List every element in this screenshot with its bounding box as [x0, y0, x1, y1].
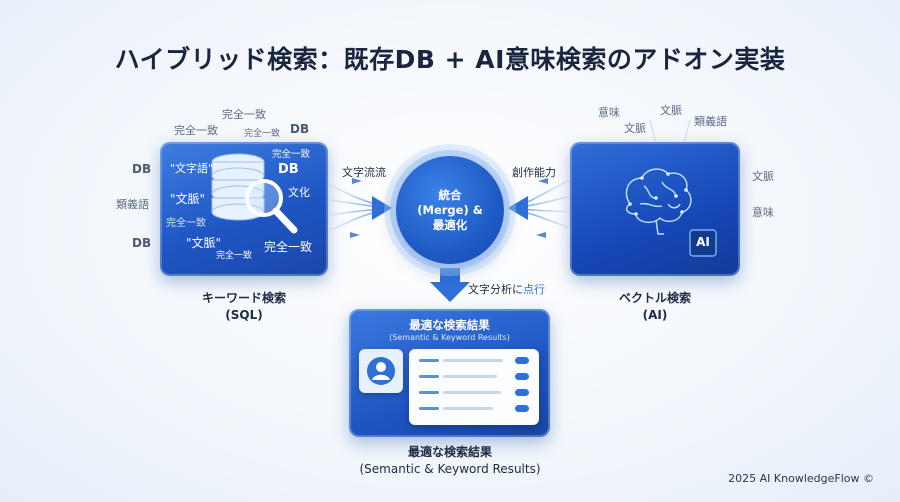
right-floating-term: 文脈: [660, 104, 682, 117]
left-inner-term: "文脈": [186, 236, 222, 250]
toggle-icon: [515, 405, 529, 412]
toggle-icon: [515, 389, 529, 396]
left-inner-term: 完全一致: [166, 218, 206, 229]
footer-credit: 2025 AI KnowledgeFlow ©: [728, 472, 874, 485]
result-list-card: [409, 349, 539, 425]
left-inner-term: 完全一致: [272, 149, 311, 160]
right-floating-term: 類義語: [694, 115, 727, 128]
result-panel-subtitle: (Semantic & Keyword Results): [389, 333, 510, 342]
result-row: [419, 357, 531, 365]
hub-label-line: 統合: [438, 188, 462, 202]
brain-icon: [625, 168, 717, 257]
diagram-title: ハイブリッド検索：既存DB + AI意味検索のアドオン実装: [114, 45, 786, 74]
left-inner-term: 完全一致: [264, 240, 313, 254]
keyword-search-caption: キーワード検索 (SQL): [201, 291, 286, 322]
flow-label-right: 創作能力: [512, 166, 556, 179]
hub-label-line: 最適化: [432, 218, 468, 232]
result-panel: 最適な検索結果 (Semantic & Keyword Results): [349, 309, 550, 437]
ai-chip-icon: [689, 229, 717, 257]
ai-chip-label: AI: [696, 235, 710, 249]
arrow-hub-to-result: [430, 282, 470, 302]
merge-hub: 統合 (Merge) & 最適化: [396, 156, 504, 264]
vector-search-panel: AI: [570, 142, 740, 276]
left-floating-term: 類義語: [116, 198, 149, 211]
flow-label-down: 文字分析に点行: [468, 283, 545, 296]
result-caption: 最適な検索結果 (Semantic & Keyword Results): [359, 445, 541, 476]
result-row: [419, 389, 531, 397]
result-panel-title: 最適な検索結果: [409, 318, 490, 332]
left-inner-term: DB: [278, 162, 299, 177]
left-floating-term: 完全一致: [174, 124, 218, 137]
arrow-left-to-hub: [372, 196, 392, 220]
vector-search-caption: ベクトル検索 (AI): [618, 291, 691, 322]
right-floating-term: 文脈: [752, 170, 774, 183]
result-row: [419, 373, 531, 381]
left-inner-term: "文脈": [170, 192, 206, 206]
toggle-icon: [515, 373, 529, 380]
arrow-right-to-hub: [508, 196, 528, 220]
left-floating-term: 完全一致: [244, 129, 281, 139]
left-inner-term: "文字語": [170, 162, 214, 175]
toggle-icon: [515, 357, 529, 364]
avatar: [359, 349, 403, 393]
right-floating-term: 文脈: [624, 122, 646, 135]
right-floating-term: 意味: [598, 106, 620, 119]
database-search-icon: [211, 153, 298, 234]
left-inner-term: 完全一致: [216, 251, 253, 261]
left-floating-term: DB: [132, 162, 152, 176]
result-row: [419, 405, 531, 413]
left-floating-term: 完全一致: [222, 108, 266, 121]
right-floating-term: 意味: [752, 206, 774, 219]
flow-label-left: 文字流流: [342, 166, 386, 179]
hub-label-line: (Merge) &: [417, 203, 483, 217]
keyword-search-panel: "文字語" "文脈" 完全一致 "文脈" 完全一致 完全一致 DB 文化 完全一…: [160, 142, 328, 276]
user-icon: [367, 357, 395, 385]
left-floating-term: DB: [132, 236, 152, 250]
left-inner-term: 文化: [288, 186, 310, 199]
left-floating-term: DB: [290, 122, 310, 136]
